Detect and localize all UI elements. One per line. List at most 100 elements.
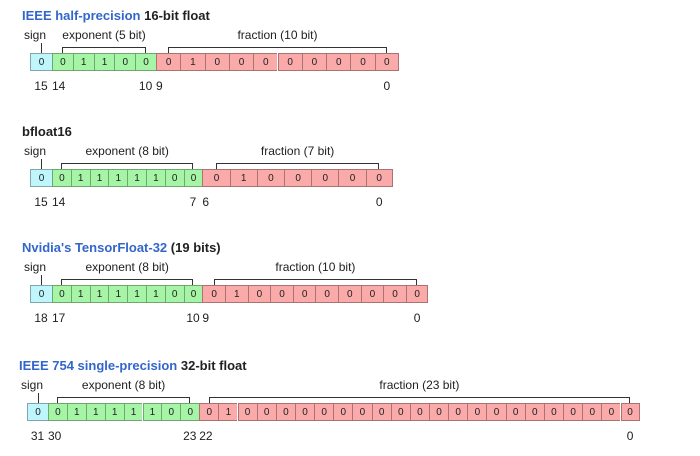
fraction-bit: 1: [180, 53, 205, 71]
exponent-label: exponent (8 bit): [85, 144, 169, 158]
fraction-bit: 0: [247, 285, 271, 303]
sign-bit: 0: [30, 169, 52, 187]
exponent-bit: 0: [52, 53, 73, 71]
bit-index-label: 14: [52, 195, 66, 209]
fraction-bit: 1: [225, 285, 248, 303]
exponent-bit: 1: [72, 53, 94, 71]
exponent-bracket: [61, 163, 193, 169]
fraction-label: fraction (23 bit): [379, 378, 460, 392]
exponent-bit: 0: [52, 169, 71, 187]
fraction-bit: 0: [199, 403, 219, 421]
fraction-label: fraction (10 bit): [237, 28, 318, 42]
fraction-bit: 0: [253, 53, 278, 71]
sign-tick: [41, 159, 42, 169]
sign-tick: [41, 275, 42, 285]
exponent-bit: 1: [89, 285, 109, 303]
sign-label: sign: [24, 260, 47, 274]
exponent-bit: 1: [127, 169, 146, 187]
fraction-bit: 1: [229, 169, 257, 187]
fraction-bit: 0: [275, 403, 295, 421]
format-title-link[interactable]: IEEE 754 single-precision: [19, 358, 178, 373]
exponent-label: exponent (5 bit): [62, 28, 146, 42]
exponent-bit: 0: [164, 285, 184, 303]
format-title: bfloat16: [22, 124, 72, 139]
fraction-bit: 0: [256, 169, 284, 187]
fraction-bit: 0: [277, 53, 302, 71]
fraction-bit: 0: [601, 403, 621, 421]
sign-bit: 0: [30, 285, 52, 303]
exponent-bracket: [61, 279, 193, 285]
format-title-text: bfloat16: [22, 124, 72, 139]
fraction-bit: 0: [314, 403, 334, 421]
fraction-bit: 0: [563, 403, 583, 421]
exponent-bit: 1: [70, 169, 90, 187]
format-title-link[interactable]: IEEE half-precision: [22, 8, 141, 23]
bit-index-label: 0: [383, 79, 391, 93]
fraction-bit: 0: [467, 403, 487, 421]
format-title-text: 32-bit float: [180, 358, 247, 373]
format-title-text: (19 bits): [170, 240, 221, 255]
fraction-bit: 0: [352, 403, 372, 421]
sign-label: sign: [24, 28, 47, 42]
sign-bit: 0: [27, 403, 48, 421]
exponent-bracket: [62, 47, 146, 53]
fraction-bit: 0: [228, 53, 254, 71]
exponent-bit: 1: [123, 403, 143, 421]
fraction-bit: 0: [543, 403, 564, 421]
sign-tick: [41, 43, 42, 53]
fraction-bit: 0: [237, 403, 257, 421]
exponent-bit: 1: [70, 285, 90, 303]
format-title: Nvidia's TensorFloat-32 (19 bits): [22, 240, 221, 255]
fraction-bit: 0: [383, 285, 406, 303]
bit-index-label: 23: [183, 429, 197, 443]
fraction-bit: 0: [365, 169, 393, 187]
fraction-bit: 0: [360, 285, 384, 303]
exponent-bracket: [57, 397, 190, 403]
bit-index-label: 30: [48, 429, 62, 443]
bit-index-label: 0: [626, 429, 634, 443]
bit-index-label: 15: [34, 79, 48, 93]
exponent-bit: 0: [135, 53, 156, 71]
fraction-bit: 0: [374, 53, 399, 71]
sign-label: sign: [24, 144, 47, 158]
exponent-bit: 1: [89, 169, 109, 187]
exponent-bit: 0: [183, 285, 203, 303]
fraction-bit: 0: [350, 53, 375, 71]
fraction-bit: 0: [409, 403, 429, 421]
fraction-bracket: [168, 47, 387, 53]
exponent-label: exponent (8 bit): [85, 260, 169, 274]
bit-index-label: 22: [199, 429, 213, 443]
sign-tick: [37, 393, 39, 403]
fraction-bit: 0: [292, 285, 316, 303]
exponent-bit: 1: [93, 53, 115, 71]
fraction-bit: 0: [338, 169, 366, 187]
bit-index-label: 0: [413, 311, 421, 325]
fraction-bit: 0: [620, 403, 640, 421]
exponent-bit: 0: [161, 403, 181, 421]
exponent-bit: 1: [66, 403, 86, 421]
bit-index-label: 0: [375, 195, 383, 209]
fraction-bit: 0: [315, 285, 338, 303]
fraction-bit: 0: [524, 403, 544, 421]
exponent-bit: 1: [104, 403, 124, 421]
fraction-label: fraction (7 bit): [260, 144, 335, 158]
bit-index-label: 14: [52, 79, 66, 93]
fraction-bit: 0: [156, 53, 181, 71]
exponent-bit: 1: [85, 403, 105, 421]
exponent-label: exponent (8 bit): [81, 378, 166, 392]
sign-label: sign: [21, 378, 44, 392]
exponent-bit: 0: [180, 403, 200, 421]
format-title: IEEE 754 single-precision 32-bit float: [19, 358, 247, 373]
fraction-bit: 0: [204, 53, 229, 71]
exponent-bit: 1: [127, 285, 146, 303]
fraction-bit: 0: [202, 169, 230, 187]
bit-index-label: 6: [202, 195, 210, 209]
fraction-bit: 0: [371, 403, 391, 421]
bit-index-label: 31: [30, 429, 45, 443]
fraction-bit: 1: [218, 403, 238, 421]
fraction-bit: 0: [486, 403, 506, 421]
format-title-link[interactable]: Nvidia's TensorFloat-32: [22, 240, 168, 255]
bit-index-label: 7: [189, 195, 197, 209]
fraction-bit: 0: [333, 403, 353, 421]
fraction-bit: 0: [256, 403, 276, 421]
